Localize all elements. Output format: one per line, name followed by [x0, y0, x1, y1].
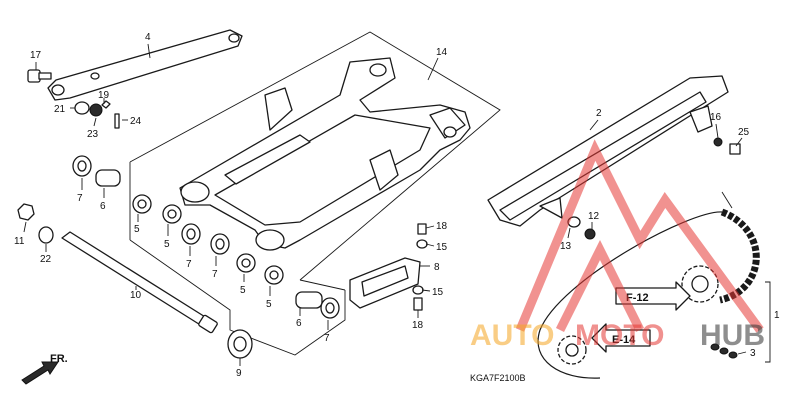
bolt-24: [729, 143, 741, 155]
label-5d: 5: [266, 299, 272, 310]
label-13: 11: [14, 236, 25, 247]
label-6b: 6: [296, 318, 302, 329]
label-23: 24: [130, 116, 142, 127]
label-11: 10: [130, 290, 142, 301]
label-18b: 18: [412, 320, 424, 331]
front-label: FR.: [50, 353, 68, 365]
label-12: 12: [588, 211, 600, 222]
label-24: 25: [738, 127, 750, 138]
chain-slider-8: [349, 257, 421, 309]
pivot-axle-11: [61, 231, 218, 334]
part-labels: 4 14 17 21 19 24 23 7 6 5 5 7 7 5 5 6 7 …: [14, 32, 780, 379]
bushing-6b: [295, 291, 323, 309]
label-6a: 6: [100, 201, 106, 212]
label-17: 17: [30, 50, 42, 61]
watermark-logo: AUTO MOTO HUB: [470, 139, 765, 352]
nut-12: [584, 228, 596, 240]
washer-20: [74, 101, 90, 115]
swingarm-box: [129, 31, 501, 356]
label-15b: 15: [432, 287, 444, 298]
label-14: 13: [560, 241, 572, 252]
bolt-18b: [413, 297, 423, 311]
front-arrow: [21, 361, 59, 385]
diagram-code: KGA7F2100B: [470, 373, 526, 383]
label-5b: 5: [164, 239, 170, 250]
label-3: 3: [750, 348, 756, 359]
ref-e14-text: E-14: [612, 334, 636, 346]
leader-lines: [23, 43, 747, 366]
label-5a: 5: [134, 224, 140, 235]
label-9: 9: [236, 368, 242, 379]
watermark-auto: AUTO: [470, 319, 554, 352]
watermark-moto: MOTO: [575, 319, 664, 352]
label-16: 16: [710, 112, 722, 123]
pivot-cap-9: [227, 329, 253, 359]
nut-13: [17, 203, 35, 221]
pin-23: [114, 113, 120, 129]
label-20: 21: [54, 104, 66, 115]
part-4-link: [47, 29, 243, 101]
ref-f12-text: F-12: [626, 292, 649, 304]
bolt-18a: [417, 223, 427, 235]
label-7d: 7: [324, 333, 330, 344]
swingarm: [179, 57, 471, 251]
watermark-hub: HUB: [700, 319, 765, 352]
label-7c: 7: [212, 269, 218, 280]
driven-sprocket: [557, 335, 587, 365]
label-10: 14: [436, 47, 448, 58]
label-1: 1: [774, 310, 780, 321]
bushing-6a: [95, 169, 121, 187]
label-15a: 15: [436, 242, 448, 253]
label-22: 23: [87, 129, 99, 140]
washer-15b: [412, 285, 424, 295]
washer-15a: [416, 239, 428, 249]
label-7b: 7: [186, 259, 192, 270]
label-5c: 5: [240, 285, 246, 296]
nut-22: [89, 103, 103, 117]
bracket-1: [765, 281, 771, 363]
label-2: 2: [596, 108, 602, 119]
collar-19: [101, 100, 111, 109]
label-8: 8: [434, 262, 440, 273]
bolt-17: [27, 69, 52, 83]
drive-sprocket: [681, 265, 719, 303]
washer-21: [38, 226, 54, 244]
chain-case-2: [487, 75, 729, 227]
label-21: 22: [40, 254, 52, 265]
label-4: 4: [145, 32, 151, 43]
label-19: 19: [98, 90, 110, 101]
collar-16: [713, 137, 723, 147]
chain-joint-3: [710, 343, 738, 359]
label-18a: 18: [436, 221, 448, 232]
label-7a: 7: [77, 193, 83, 204]
